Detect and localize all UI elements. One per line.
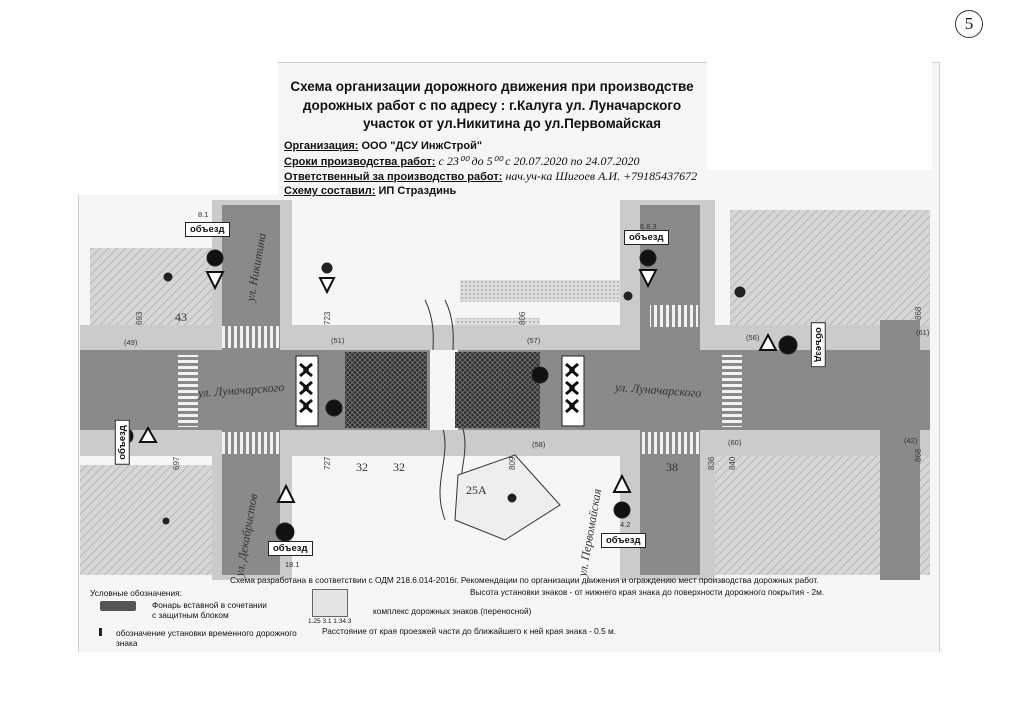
- dotted-strip-top: [460, 280, 660, 302]
- meta-org-label: Организация:: [284, 140, 359, 152]
- title-line-3: участок от ул.Никитина до ул.Первомайска…: [362, 116, 662, 131]
- chevron-barrier-left: [295, 355, 319, 427]
- meta-resp-label: Ответственный за производство работ:: [284, 171, 503, 183]
- legend-temp-sign2: знака: [116, 638, 138, 648]
- territory-bottom-left: [80, 465, 220, 575]
- picket: 727: [323, 456, 332, 470]
- mark: (42): [904, 436, 918, 445]
- meta-dates-value: с 23⁰⁰ до 5⁰⁰ с 20.07.2020 по 24.07.2020: [438, 154, 640, 168]
- picket: 868: [914, 306, 923, 320]
- chevron-barrier-right: [561, 355, 585, 427]
- bypass-sign-bottom-left: объезд: [268, 541, 313, 556]
- sign-code: 8.1: [198, 210, 209, 219]
- mark: (49): [124, 338, 138, 347]
- page-number: 5: [955, 10, 983, 38]
- meta-org-row: Организация: ООО "ДСУ ИнжСтрой": [284, 139, 697, 154]
- picket: 723: [323, 311, 332, 325]
- picket: 868: [914, 448, 923, 462]
- legend-lamp: Фонарь вставной в сочетании: [152, 600, 267, 610]
- scheme-meta: Организация: ООО "ДСУ ИнжСтрой" Сроки пр…: [284, 139, 697, 199]
- sidewalk-main-top: [80, 325, 930, 353]
- house-number-25a: 25А: [466, 483, 487, 497]
- redaction-block-bottom: [40, 652, 1000, 715]
- mark: (58): [532, 440, 546, 449]
- sign-code: 6.8.3: [640, 222, 657, 231]
- redaction-block-top-right: [707, 40, 932, 170]
- house-number-43: 43: [175, 310, 187, 324]
- legend-distance: Расстояние от края проезжей части до бли…: [322, 626, 617, 636]
- sign-code: 4.2: [620, 520, 631, 529]
- legend-note: Схема разработана в соответствии с ОДМ 2…: [230, 575, 819, 585]
- meta-author-label: Схему составил:: [284, 185, 376, 197]
- bypass-sign-right: объезд: [810, 322, 826, 367]
- road-right-cross: [640, 205, 700, 575]
- legend-complex: комплекс дорожных знаков (переносной): [373, 606, 532, 616]
- break-gap: [430, 350, 458, 430]
- road-right-side: [880, 320, 920, 580]
- crosswalk-right-north: [650, 305, 698, 327]
- redaction-block-top-left: [78, 60, 278, 195]
- meta-dates-row: Сроки производства работ: с 23⁰⁰ до 5⁰⁰ …: [284, 154, 697, 169]
- house-number-32b: 32: [393, 460, 405, 474]
- sign-code: 18.1: [285, 560, 300, 569]
- crosswalk-right-east: [722, 355, 742, 427]
- mark: (57): [527, 336, 541, 345]
- temp-sign-icon: [99, 628, 102, 636]
- title-line-2: дорожных работ с по адресу : г.Калуга ул…: [302, 97, 682, 113]
- territory-top-right: [730, 210, 930, 325]
- legend-header: Условные обозначения:: [90, 588, 182, 598]
- bypass-sign-top-left: объезд: [185, 222, 230, 237]
- meta-dates-label: Сроки производства работ:: [284, 156, 436, 168]
- picket: 806: [518, 311, 527, 325]
- bypass-sign-top-right: объезд: [624, 230, 669, 245]
- house-number-38: 38: [666, 460, 678, 474]
- picket: 840: [728, 456, 737, 470]
- meta-author-value: ИП Страздинь: [378, 185, 457, 197]
- legend-complex-codes: 1.25 3.1 1.34.3: [308, 618, 352, 625]
- meta-org-value: ООО "ДСУ ИнжСтрой": [361, 140, 483, 152]
- mark: (60): [728, 438, 742, 447]
- title-line-1: Схема организации дорожного движения при…: [290, 79, 694, 94]
- sidewalk-main-bottom: [80, 430, 930, 456]
- crosswalk-right-south: [640, 432, 700, 454]
- picket: 809: [508, 456, 517, 470]
- lamp-icon: [100, 601, 136, 611]
- mark: (51): [331, 336, 345, 345]
- mark: (56): [746, 333, 760, 342]
- territory-top-left: [90, 248, 220, 333]
- meta-resp-row: Ответственный за производство работ: нач…: [284, 169, 697, 184]
- road-left-cross: [222, 205, 280, 575]
- building-25a: [454, 454, 561, 541]
- work-zone-left: [345, 352, 427, 428]
- crosswalk-left-north: [222, 326, 280, 348]
- legend-temp-sign: обозначение установки временного дорожно…: [116, 628, 297, 638]
- picket: 836: [707, 456, 716, 470]
- bypass-sign-left: объезд: [114, 420, 130, 465]
- crosswalk-left-west: [178, 355, 198, 427]
- legend-height: Высота установки знаков - от нижнего кра…: [470, 587, 825, 597]
- picket: 697: [172, 456, 181, 470]
- house-number-32a: 32: [356, 460, 368, 474]
- mark: (61): [916, 328, 930, 337]
- picket: 693: [135, 311, 144, 325]
- meta-author-row: Схему составил: ИП Страздинь: [284, 184, 697, 199]
- legend-lamp2: с защитным блоком: [152, 610, 229, 620]
- crosswalk-left-south: [222, 432, 280, 454]
- meta-resp-value: нач.уч-ка Шигоев А.И. +79185437672: [505, 169, 698, 183]
- work-zone-right: [455, 352, 540, 428]
- bypass-sign-bottom-right: объезд: [601, 533, 646, 548]
- complex-sign-icon: [312, 589, 348, 617]
- scheme-title: Схема организации дорожного движения при…: [282, 78, 702, 134]
